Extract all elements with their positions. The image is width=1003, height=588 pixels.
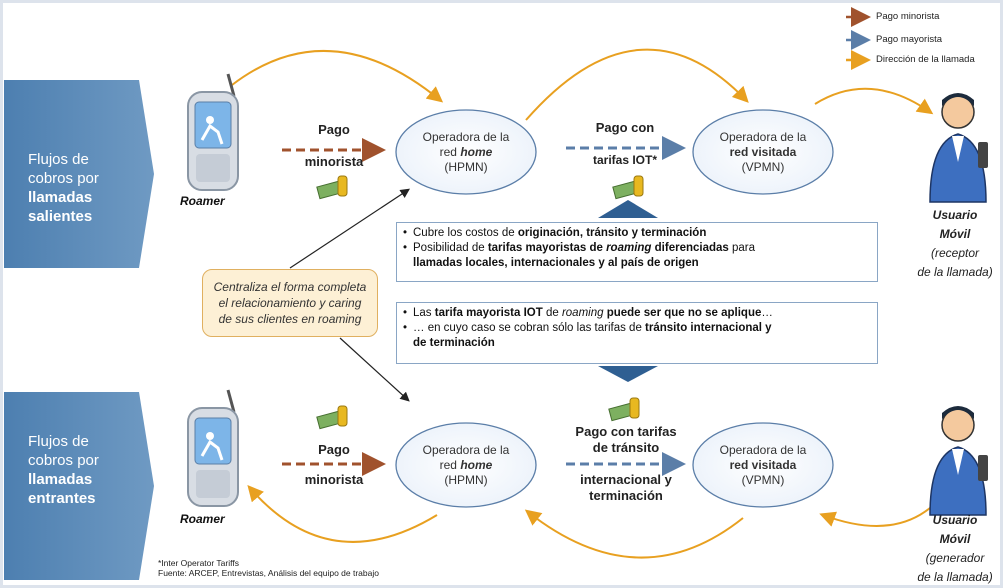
user-label-bottom: Usuario Móvil (generador de la llamada) xyxy=(917,513,993,584)
flow-box-incoming xyxy=(4,392,154,580)
roamer-label-top: Roamer xyxy=(180,194,225,208)
visited-operator-top: Operadora de la red visitada (VPMN) xyxy=(719,130,807,174)
money-icon-wholesale-bottom xyxy=(608,397,640,422)
info-bullet-costs: Cubre los costos de originación, tránsit… xyxy=(403,226,871,241)
ellipse-home-top xyxy=(395,109,537,195)
home-operator-bottom: Operadora de la red home (HPMN) xyxy=(422,443,510,487)
triangle-up xyxy=(598,200,658,218)
home-operator-top: Operadora de la red home (HPMN) xyxy=(422,130,510,174)
info-box-iot: Las tarifa mayorista IOT de roaming pued… xyxy=(396,302,878,364)
legend-direction: Dirección de la llamada xyxy=(876,54,975,65)
retail-label-bottom: Pago minorista xyxy=(304,442,364,487)
legend-retail: Pago minorista xyxy=(876,11,940,22)
flow-box-outgoing xyxy=(4,80,154,268)
info-box-costs: Cubre los costos de originación, tránsit… xyxy=(396,222,878,282)
triangle-down xyxy=(598,366,658,382)
roamer-label-bottom: Roamer xyxy=(180,512,225,526)
direction-arc-top-2 xyxy=(525,48,749,121)
info-bullet-transit: … en cuyo caso se cobran sólo las tarifa… xyxy=(403,321,871,351)
callout-connector-up xyxy=(289,188,411,269)
wholesale-label-bottom: Pago con tarifas de tránsito internacion… xyxy=(575,424,677,503)
flow-label-outgoing: Flujos de cobros por llamadas salientes xyxy=(28,151,99,225)
ellipse-home-bottom xyxy=(395,422,537,508)
callout-roaming-caring: Centraliza el forma completa el relacion… xyxy=(202,269,378,337)
money-icon-retail-bottom xyxy=(316,405,348,430)
visited-operator-bottom: Operadora de la red visitada (VPMN) xyxy=(719,443,807,487)
money-icon-wholesale-top xyxy=(612,175,644,200)
direction-arc-bottom-1 xyxy=(819,507,931,527)
direction-arc-top-1 xyxy=(231,49,444,103)
ellipse-visited-bottom xyxy=(692,422,834,508)
direction-arc-top-3 xyxy=(814,87,934,115)
info-bullet-wholesale-rates: Posibilidad de tarifas mayoristas de roa… xyxy=(403,241,871,271)
flow-label-incoming: Flujos de cobros por llamadas entrantes xyxy=(28,433,99,507)
user-label-top: Usuario Móvil (receptor de la llamada) xyxy=(917,208,993,279)
user-icon-bottom xyxy=(929,406,988,516)
callout-connector-down xyxy=(339,337,410,402)
phone-icon-bottom xyxy=(187,389,239,507)
retail-label-top: Pago minorista xyxy=(304,122,364,169)
legend-wholesale: Pago mayorista xyxy=(876,34,943,45)
direction-arc-bottom-3 xyxy=(247,484,438,543)
ellipse-visited-top xyxy=(692,109,834,195)
money-icon-retail-top xyxy=(316,175,348,200)
direction-arc-bottom-2 xyxy=(524,509,744,559)
wholesale-label-top: Pago con tarifas IOT* xyxy=(592,120,658,167)
user-icon-top xyxy=(929,93,988,203)
phone-icon-top xyxy=(187,73,239,191)
info-bullet-iot: Las tarifa mayorista IOT de roaming pued… xyxy=(403,306,871,321)
footnote: *Inter Operator Tariffs Fuente: ARCEP, E… xyxy=(158,558,379,578)
